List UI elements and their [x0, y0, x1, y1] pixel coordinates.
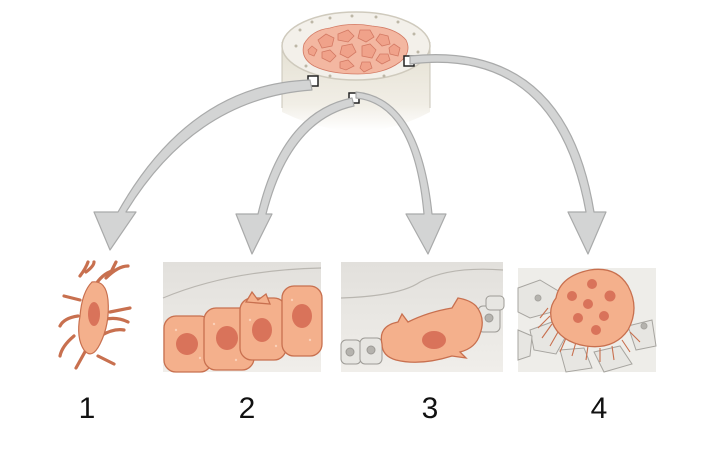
arrows — [93, 54, 607, 255]
arrow-4 — [409, 54, 607, 255]
cell-4 — [537, 268, 641, 362]
cell-4-panel — [517, 268, 657, 373]
bone-section — [281, 11, 431, 131]
arrow-2 — [235, 97, 355, 255]
cell-3-panel — [340, 262, 505, 372]
label-3: 3 — [421, 392, 439, 425]
cell-1 — [58, 260, 132, 370]
spongy-bone-matrix — [302, 24, 409, 75]
label-2: 2 — [238, 392, 256, 425]
arrow-3 — [355, 91, 447, 255]
arrow-1 — [93, 79, 313, 251]
label-4: 4 — [590, 392, 608, 425]
cell-2 — [163, 285, 323, 373]
cell-3 — [380, 297, 483, 363]
label-1: 1 — [78, 392, 96, 425]
cell-2-panel — [162, 262, 323, 373]
